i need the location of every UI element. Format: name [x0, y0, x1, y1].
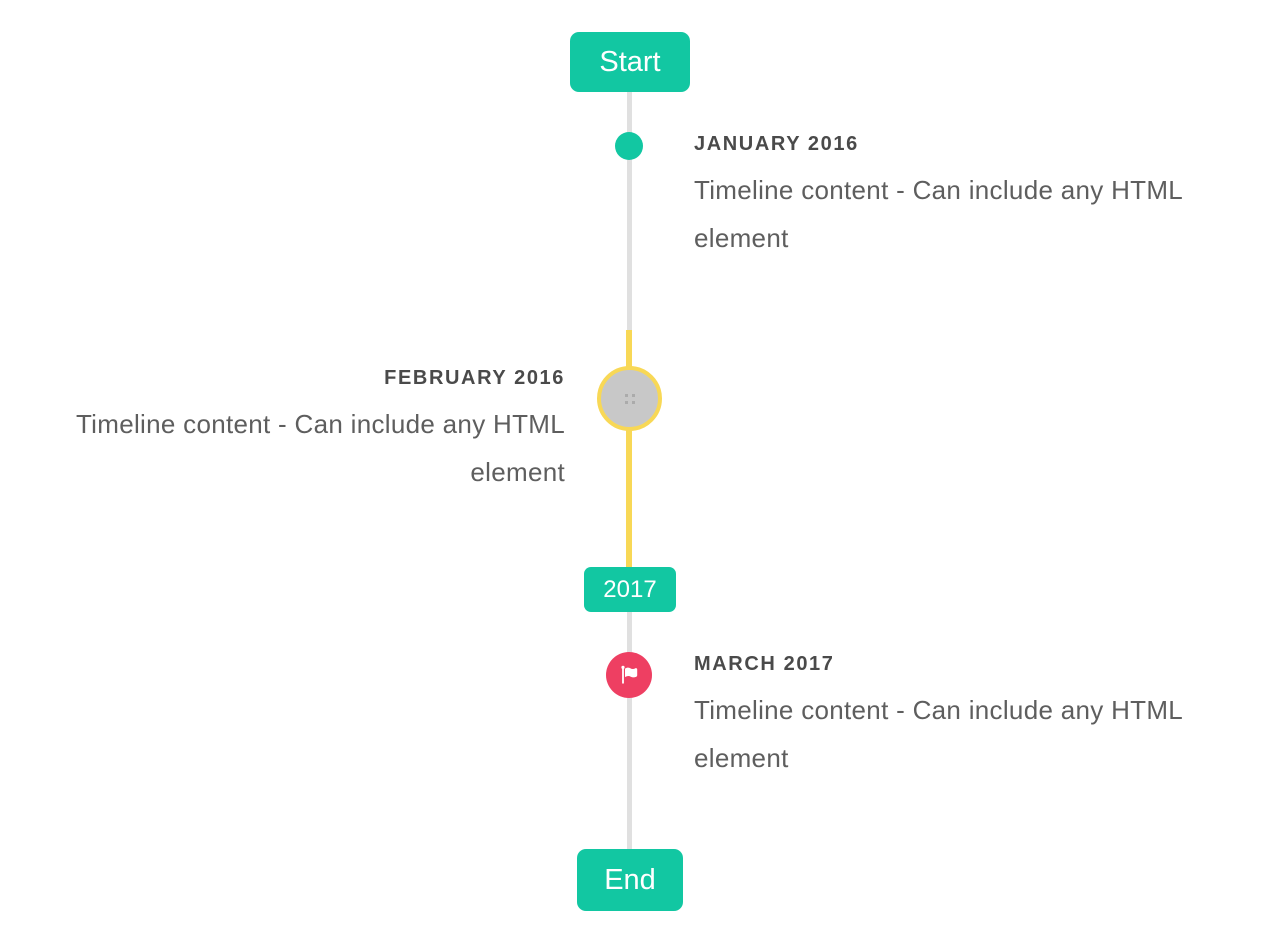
timeline-entry-march-2017: MARCH 2017 Timeline content - Can includ…: [694, 650, 1199, 782]
entry-title-february-2016: FEBRUARY 2016: [384, 367, 565, 389]
entry-title-march-2017: MARCH 2017: [694, 653, 835, 675]
bullet-flag-march: [606, 652, 652, 698]
timeline-line-segment-bottom: [627, 611, 632, 851]
broken-image-placeholder-icon: [624, 393, 628, 397]
bullet-image-circle-february: [597, 366, 662, 431]
timeline-line-segment-highlighted: [626, 330, 632, 568]
bullet-dot-january: [615, 132, 643, 160]
entry-title-january-2016: JANUARY 2016: [694, 133, 859, 155]
end-button[interactable]: End: [577, 849, 683, 911]
entry-content-march-2017: Timeline content - Can include any HTML …: [694, 695, 1183, 773]
timeline-entry-january-2016: JANUARY 2016 Timeline content - Can incl…: [694, 130, 1199, 262]
start-button[interactable]: Start: [570, 32, 690, 92]
timeline-entry-february-2016: FEBRUARY 2016 Timeline content - Can inc…: [60, 364, 565, 496]
entry-content-february-2016: Timeline content - Can include any HTML …: [75, 409, 565, 487]
year-badge-2017[interactable]: 2017: [584, 567, 676, 612]
flag-icon: [617, 663, 641, 687]
entry-content-january-2016: Timeline content - Can include any HTML …: [694, 175, 1183, 253]
timeline-line-segment-top: [627, 92, 632, 330]
